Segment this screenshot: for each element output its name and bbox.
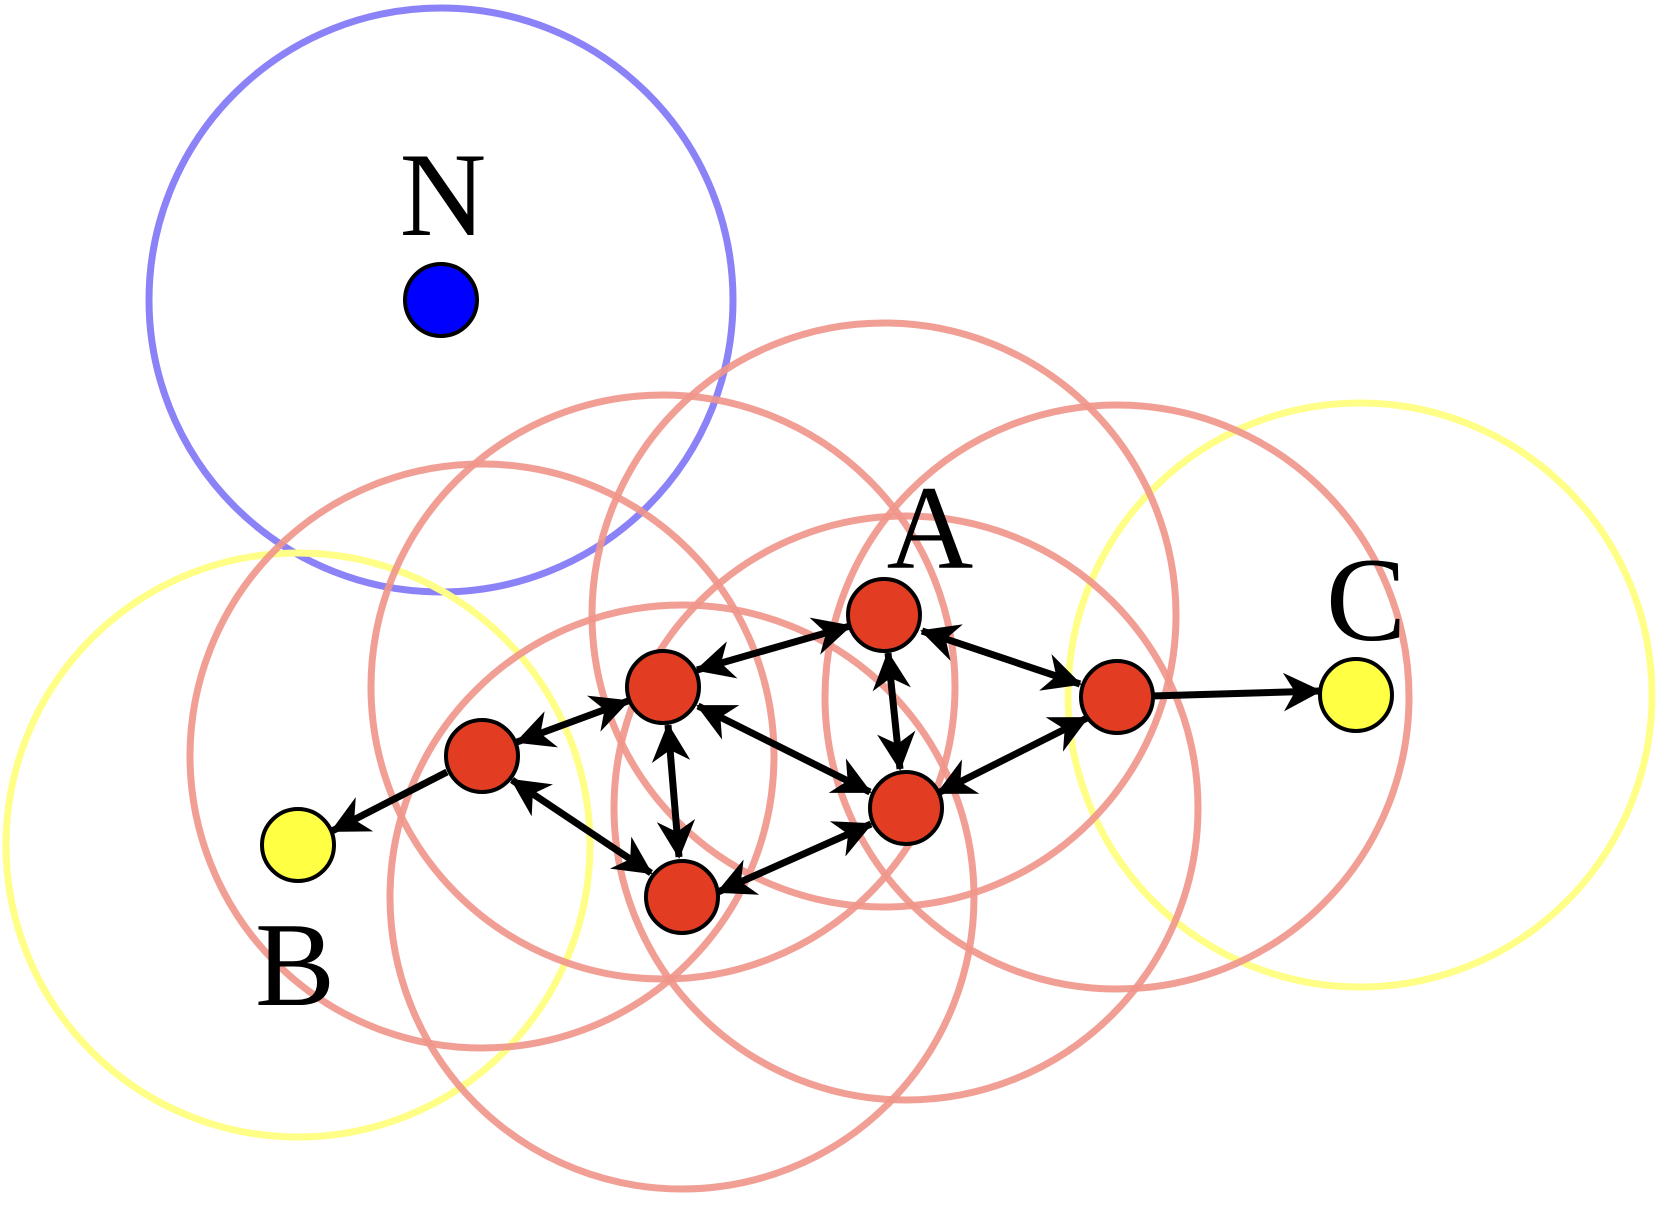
- core-neighborhood-circle: [821, 401, 1413, 993]
- label-core-a: A: [887, 461, 974, 594]
- arrow-core-to-core: [696, 702, 872, 796]
- arrow-core-to-core: [510, 777, 653, 876]
- border-point-c: [1318, 657, 1394, 733]
- core-point: [1079, 659, 1155, 735]
- core-point: [644, 859, 720, 935]
- core-neighborhood-circle: [588, 319, 1180, 911]
- arrow-core-to-core: [651, 723, 696, 859]
- core-point: [444, 718, 520, 794]
- arrow-core-to-border-c: [1150, 672, 1322, 712]
- core-point: [625, 649, 701, 725]
- border-point-b: [260, 807, 336, 883]
- arrow-core-to-core: [920, 624, 1082, 691]
- core-point: [868, 770, 944, 846]
- arrow-core-to-core: [695, 617, 852, 679]
- border-c-neighborhood-circle: [1064, 399, 1656, 991]
- noise-point: [403, 262, 479, 338]
- core-point-a: [846, 577, 922, 653]
- arrow-core-to-core: [872, 651, 916, 771]
- label-border-b: B: [255, 898, 335, 1031]
- label-noise-n: N: [400, 128, 487, 261]
- reachability-arrows: [330, 617, 1322, 896]
- arrow-core-to-core: [515, 695, 630, 748]
- point-labels: N A B C: [255, 128, 1406, 1031]
- arrow-core-to-border-b: [330, 768, 449, 835]
- arrow-core-to-core: [716, 820, 873, 896]
- arrow-core-to-core: [936, 714, 1089, 797]
- core-neighborhood-circle: [386, 601, 978, 1193]
- points: [260, 262, 1394, 935]
- label-border-c: C: [1326, 533, 1406, 666]
